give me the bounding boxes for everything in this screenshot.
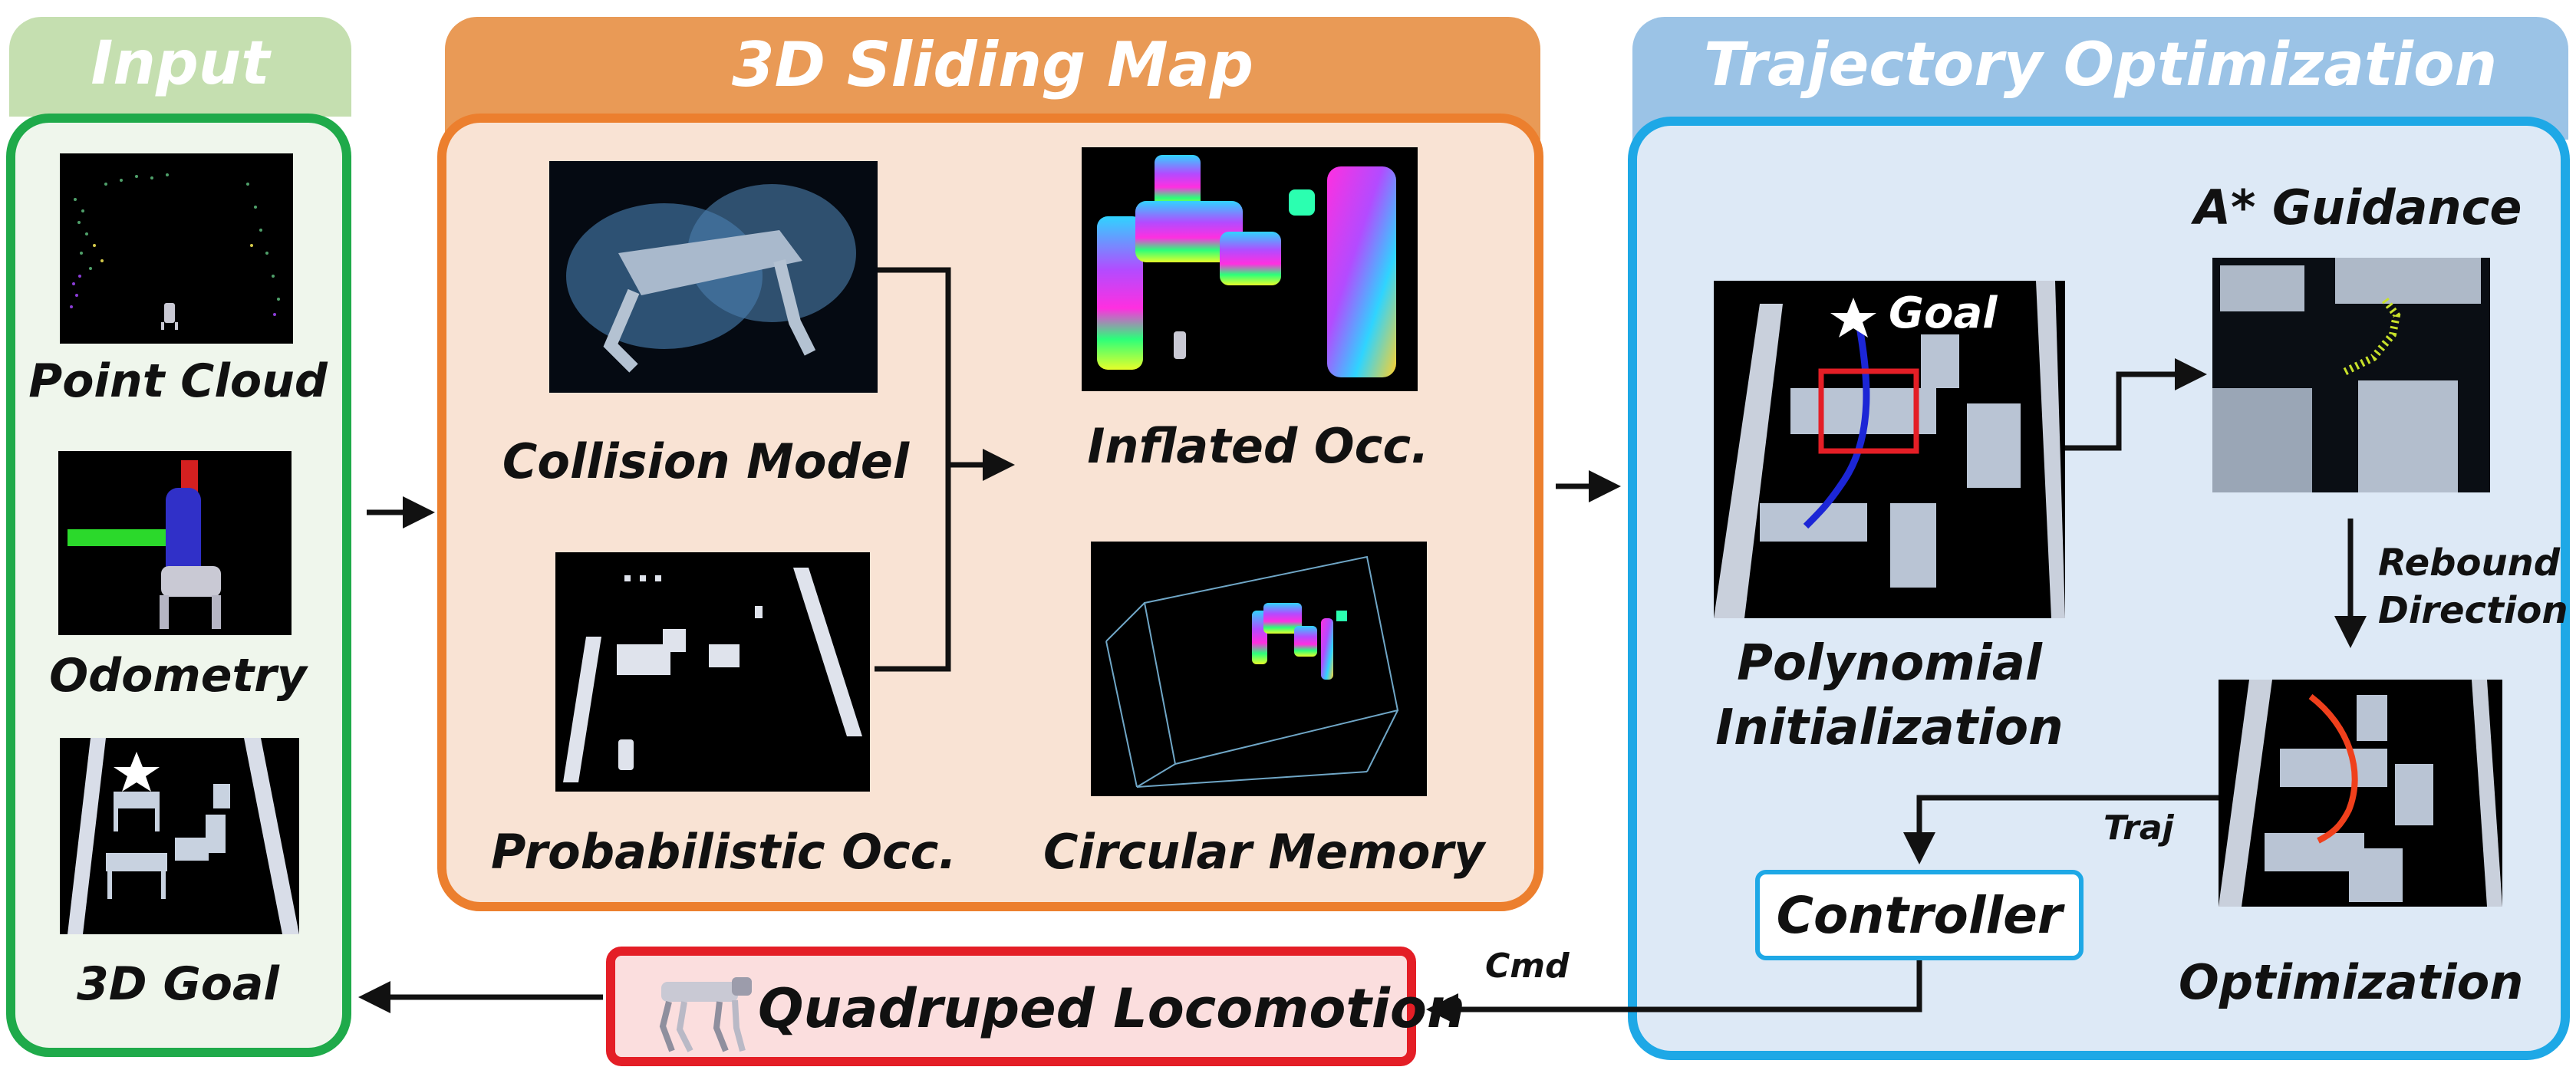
inflated-occ-visual	[1097, 155, 1396, 377]
arrow-traj-to-controller	[1903, 795, 2219, 864]
arrow-init-to-guidance	[2065, 358, 2207, 451]
astar-guidance-label: A* Guidance	[2194, 179, 2522, 235]
input-header: Input	[9, 17, 351, 117]
locomotion-box: Quadruped Locomotion	[606, 947, 1465, 1066]
probabilistic-occ-label: Probabilistic Occ.	[491, 824, 957, 880]
rebound-label-2: Direction	[2378, 589, 2568, 632]
collision-model-visual	[566, 184, 856, 373]
cmd-label: Cmd	[1485, 947, 1570, 986]
polynomial-init-label-2: Initialization	[1715, 700, 2064, 756]
collision-model-label: Collision Model	[502, 433, 910, 489]
polynomial-init-visual	[1714, 281, 2065, 618]
probabilistic-occ-image	[555, 552, 870, 792]
locomotion-label: Quadruped Locomotion	[758, 977, 1465, 1040]
arrow-controller-to-locomotion	[1426, 960, 1922, 1026]
inflated-occ-image	[1082, 147, 1418, 391]
optimization-visual	[2219, 680, 2502, 907]
input-title: Input	[91, 29, 270, 98]
polynomial-goal-label: Goal	[1889, 288, 1998, 338]
astar-guidance-image	[2212, 258, 2490, 492]
goal-visual	[68, 738, 299, 934]
point-cloud-label: Point Cloud	[28, 354, 328, 408]
polynomial-init-label-1: Polynomial	[1737, 635, 2042, 692]
point-cloud-visual	[70, 173, 280, 330]
quadruped-icon	[659, 977, 752, 1052]
star-icon	[114, 752, 160, 792]
circular-memory-image	[1091, 542, 1427, 796]
optimization-image	[2219, 680, 2502, 907]
sliding-map-title: 3D Sliding Map	[732, 29, 1253, 100]
astar-guidance-visual	[2212, 258, 2490, 492]
line-collision-merge	[875, 267, 951, 672]
point-cloud-image	[60, 153, 293, 344]
odometry-label: Odometry	[49, 649, 307, 703]
controller-box: Controller	[1755, 870, 2084, 960]
circular-memory-visual	[1105, 555, 1399, 788]
probabilistic-occ-visual	[563, 568, 862, 782]
odometry-image	[58, 451, 292, 635]
collision-model-image	[549, 161, 878, 393]
inflated-occ-label: Inflated Occ.	[1087, 418, 1429, 474]
controller-label: Controller	[1776, 885, 2063, 945]
trajectory-title: Trajectory Optimization	[1703, 31, 2498, 100]
goal-image	[60, 738, 299, 934]
traj-label: Traj	[2103, 808, 2174, 848]
goal-label: 3D Goal	[77, 957, 279, 1011]
optimization-label: Optimization	[2179, 954, 2524, 1010]
star-icon	[1830, 298, 1876, 338]
rebound-label-1: Rebound	[2378, 542, 2561, 584]
circular-memory-label: Circular Memory	[1043, 824, 1485, 880]
odometry-visual	[68, 460, 221, 629]
polynomial-init-image	[1714, 281, 2065, 618]
